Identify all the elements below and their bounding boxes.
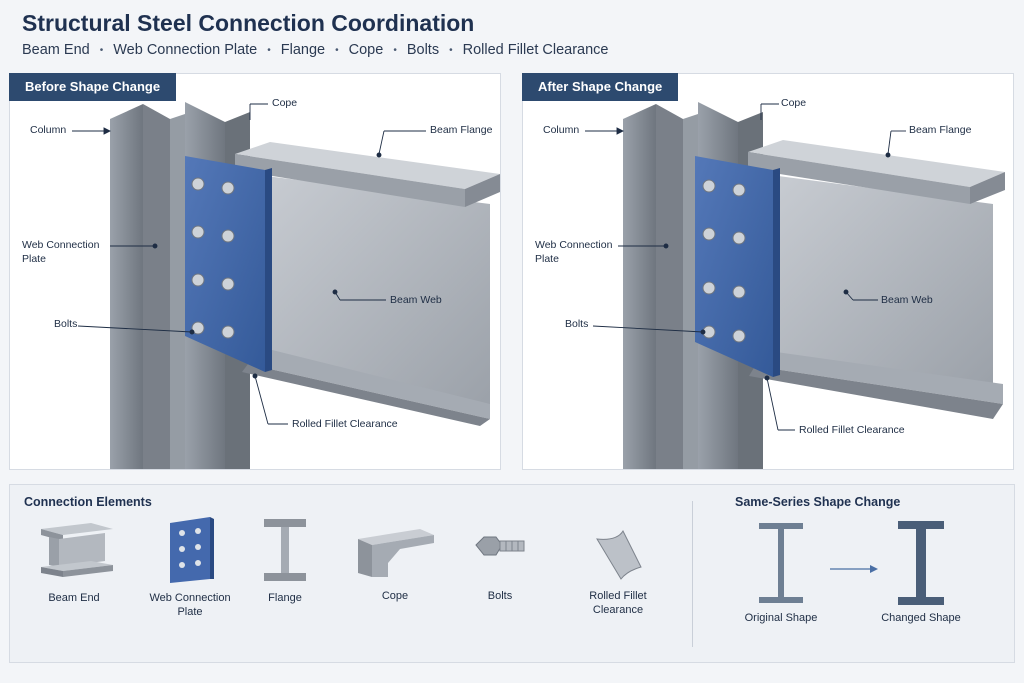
original-shape: Original Shape [736, 521, 826, 625]
subtitle-item: Bolts [406, 42, 440, 58]
beam-web-surface [250, 174, 490, 419]
subtitle-separator: • [99, 44, 104, 56]
changed-shape: Changed Shape [876, 521, 966, 625]
page-title: Structural Steel Connection Coordination [22, 10, 475, 36]
shape-change-arrow-icon [830, 565, 878, 573]
element-label: Rolled Fillet Clearance [589, 590, 647, 616]
original-shape-icon [759, 523, 803, 603]
label-web-plate: Web Connection Plate [535, 239, 613, 265]
label-beam-web: Beam Web [881, 294, 933, 306]
element-beam-end: Beam End [24, 519, 124, 605]
label-beam-flange: Beam Flange [909, 124, 972, 136]
column-flange-front [623, 104, 656, 469]
label-beam-flange: Beam Flange [430, 124, 493, 136]
element-label: Beam End [48, 592, 100, 604]
subtitle-item: Beam End [22, 42, 90, 58]
legend-section: Connection Elements Beam End Web Connect… [9, 484, 1015, 663]
section-divider [692, 501, 693, 647]
column-web [170, 114, 185, 469]
element-web-plate: Web Connection Plate [140, 513, 240, 619]
beam-top-flange-top [235, 142, 500, 189]
label-bolts: Bolts [54, 318, 78, 330]
after-panel-heading: After Shape Change [522, 73, 679, 101]
after-panel: After Shape Change Column Cope Beam Flan… [522, 73, 1014, 470]
after-connection-illustration [585, 102, 1005, 469]
label-bolts: Bolts [565, 318, 589, 330]
beam-bottom-flange [248, 344, 490, 419]
element-flange: Flange [250, 515, 320, 605]
beam-top-flange-end [465, 174, 500, 207]
web-connection-plate [695, 156, 773, 377]
web-connection-plate [185, 156, 265, 372]
beam-web-surface [763, 174, 993, 399]
column-flange-front [110, 104, 143, 469]
changed-shape-label: Changed Shape [881, 612, 961, 624]
subtitle-list: Beam End • Web Connection Plate • Flange… [22, 42, 608, 58]
bolt-group [702, 179, 746, 343]
label-column: Column [543, 124, 580, 136]
cope-icon [358, 529, 434, 577]
subtitle-separator: • [449, 44, 453, 56]
subtitle-separator: • [393, 44, 397, 56]
web-plate-icon [170, 517, 214, 583]
bolt-icon [475, 536, 525, 556]
element-fillet: Rolled Fillet Clearance [570, 523, 666, 617]
before-panel: Before Shape Change Column Cope Beam Fla… [9, 73, 501, 470]
shape-change-title: Same-Series Shape Change [735, 495, 901, 509]
element-label: Flange [268, 592, 302, 604]
label-cope: Cope [781, 97, 807, 109]
element-label: Web Connection Plate [149, 592, 231, 618]
label-fillet: Rolled Fillet Clearance [292, 418, 398, 430]
changed-shape-icon [898, 521, 944, 605]
element-cope: Cope [345, 521, 445, 603]
label-beam-web: Beam Web [390, 294, 442, 306]
label-fillet: Rolled Fillet Clearance [799, 424, 905, 436]
fillet-icon [596, 529, 642, 580]
subtitle-item: Flange [280, 42, 326, 58]
beam-end-icon [41, 523, 113, 577]
subtitle-item: Rolled Fillet Clearance [462, 42, 609, 58]
subtitle-item: Web Connection Plate [113, 42, 258, 58]
label-column: Column [30, 124, 67, 136]
subtitle-separator: • [267, 44, 271, 56]
label-web-plate: Web Connection Plate [22, 239, 100, 265]
beam-top-flange-front [235, 154, 465, 207]
subtitle-item: Cope [348, 42, 384, 58]
label-cope: Cope [272, 97, 298, 109]
before-panel-heading: Before Shape Change [9, 73, 177, 101]
before-connection-illustration [72, 102, 500, 469]
beam-bottom-flange [755, 349, 1003, 404]
bolt-group [191, 177, 235, 339]
element-label: Cope [381, 590, 409, 602]
subtitle-separator: • [335, 44, 339, 56]
column-flange-side [143, 104, 170, 469]
beam-top-flange-top [748, 140, 1005, 187]
flange-icon [264, 519, 306, 581]
element-label: Bolts [487, 590, 513, 602]
elements-title: Connection Elements [24, 495, 152, 509]
beam-bottom-flange-edge [242, 364, 490, 426]
element-bolts: Bolts [460, 525, 540, 603]
original-shape-label: Original Shape [744, 612, 818, 624]
